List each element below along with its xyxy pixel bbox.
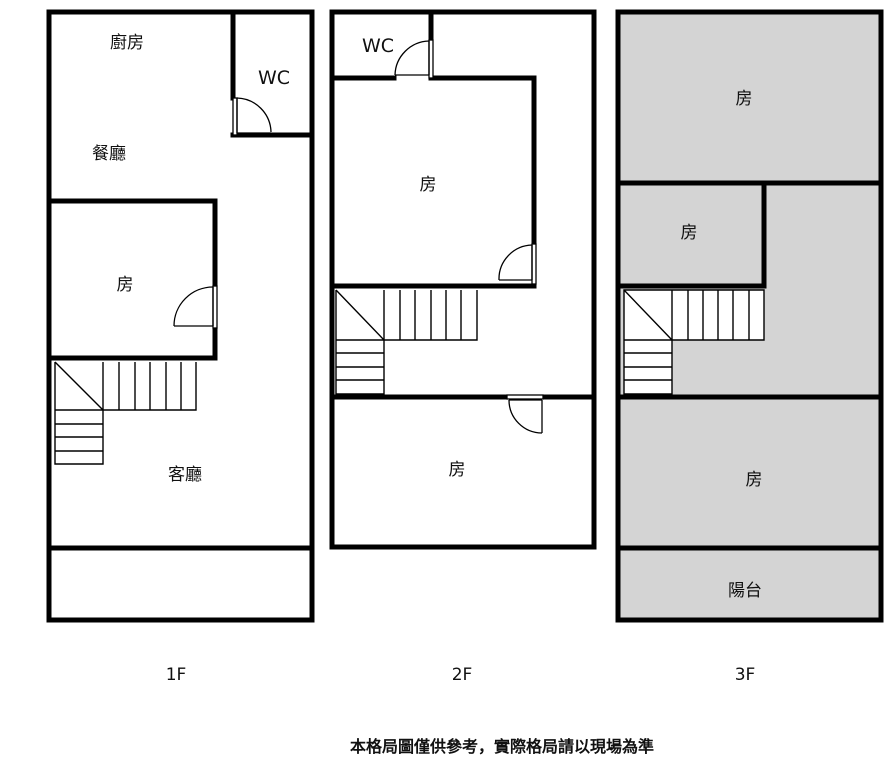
floor-label-1f: 1F	[166, 665, 187, 685]
floor-1f-walls	[46, 9, 315, 623]
room-label-balcony: 陽台	[728, 581, 762, 601]
floor-label-2f: 2F	[452, 665, 473, 685]
room-label-wc: WC	[362, 35, 394, 57]
floor-2f-bedroom-b-door	[506, 394, 544, 434]
room-label-dining: 餐廳	[92, 144, 126, 164]
room-label-bedroom-b: 房	[449, 460, 466, 480]
floor-2f-bedroom-a-door	[498, 243, 537, 285]
floor-3f-stairs	[623, 289, 765, 395]
floor-3f-labels: 房 房 房 陽台	[681, 89, 763, 601]
floor-3f-walls	[615, 9, 884, 623]
room-label-living: 客廳	[168, 465, 202, 485]
floor-2f: WC 房 房 2F	[329, 9, 597, 685]
floor-1f-bedroom-door	[173, 285, 218, 329]
floor-1f-stairs	[54, 361, 197, 465]
room-label-wc: WC	[258, 67, 290, 89]
floor-2f-stairs	[335, 289, 478, 395]
floor-3f: 房 房 房 陽台 3F	[615, 9, 884, 685]
room-label-bedroom-b: 房	[681, 223, 698, 243]
room-label-bedroom-a: 房	[736, 89, 753, 109]
floor-label-3f: 3F	[735, 665, 756, 685]
disclaimer-note: 本格局圖僅供參考，實際格局請以現場為準	[349, 737, 654, 756]
room-label-bedroom: 房	[117, 275, 134, 295]
room-label-bedroom-c: 房	[746, 470, 763, 490]
room-label-bedroom-a: 房	[420, 175, 437, 195]
floor-1f-wc-door	[232, 97, 272, 136]
floor-2f-wc-door	[394, 39, 434, 79]
floor-1f: 廚房 WC 餐廳 房 客廳 1F	[46, 9, 315, 685]
room-label-kitchen: 廚房	[110, 32, 144, 53]
floor-2f-walls	[329, 9, 597, 550]
floor-2f-labels: WC 房 房	[362, 35, 466, 480]
floor-1f-labels: 廚房 WC 餐廳 房 客廳	[92, 32, 290, 485]
